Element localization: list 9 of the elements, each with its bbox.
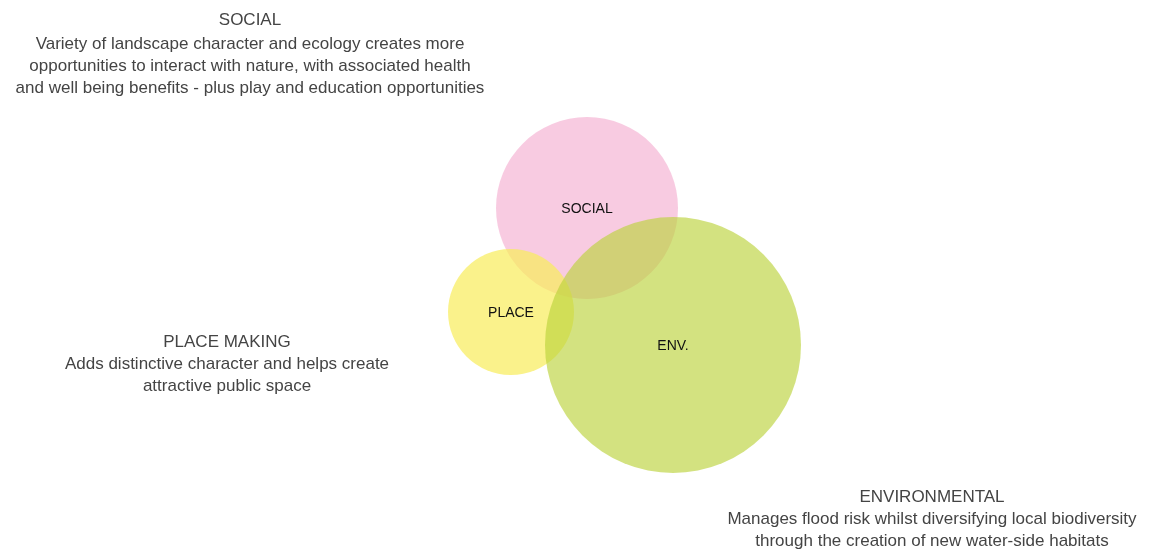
section-heading: PLACE MAKING (162, 331, 292, 353)
description-text: Adds distinctive character and helps create attractive public space (63, 353, 391, 397)
description-text: Variety of landscape character and ecology creates more opportunities to interact with nature, with associated health and well being benefits - plus play and education opportunities (15, 33, 485, 99)
section-heading: SOCIAL (217, 9, 283, 31)
circle-label: ENV. (657, 337, 689, 353)
description-text: Manages flood risk whilst diversifying local biodiversity through the creation of new water-side habitats (726, 508, 1138, 552)
section-heading: ENVIRONMENTAL (858, 486, 1006, 508)
circle-label: PLACE (488, 304, 534, 320)
circle-label: SOCIAL (561, 200, 613, 216)
